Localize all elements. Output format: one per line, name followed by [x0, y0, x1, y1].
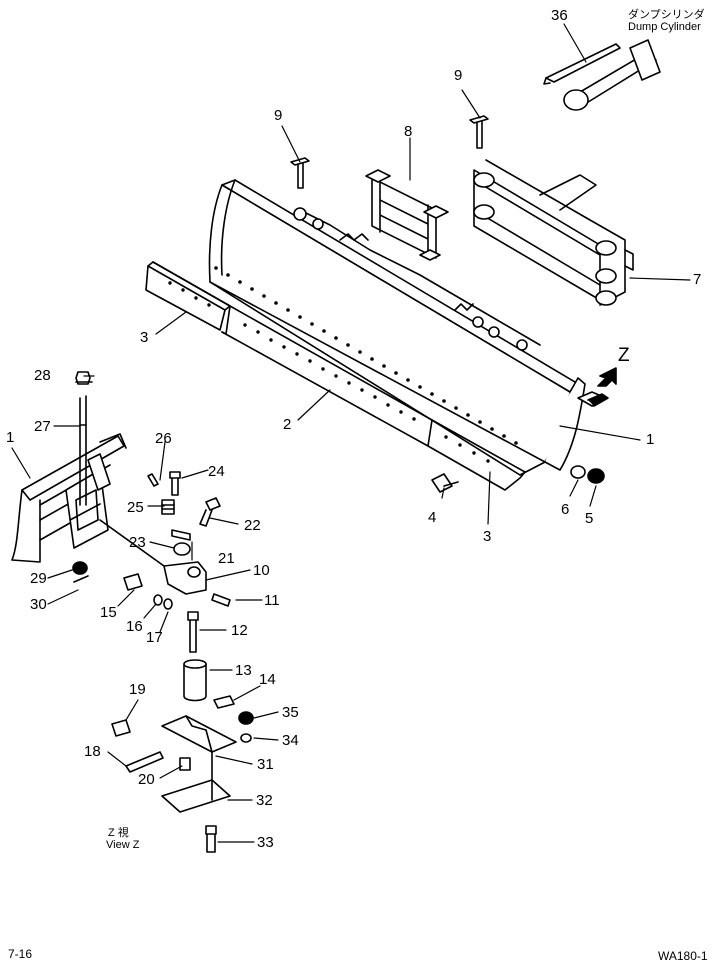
callout-6: 6 [561, 501, 570, 518]
callout-13: 13 [235, 662, 252, 679]
hardware-parts [72, 471, 254, 853]
leader-lines [11, 23, 691, 843]
callout-18: 18 [84, 743, 101, 760]
callout-35: 35 [282, 704, 299, 721]
mounting-frame [473, 159, 634, 306]
callout-11: 11 [264, 592, 280, 609]
callout-22: 22 [244, 517, 261, 534]
dump-cylinder [543, 39, 661, 111]
callout-32: 32 [256, 792, 273, 809]
callout-36: 36 [551, 7, 568, 24]
callout-12: 12 [231, 622, 248, 639]
blade-side-assembly [11, 433, 127, 563]
callout-z: Z [618, 345, 630, 366]
callout-1-left: 1 [6, 429, 15, 446]
callout-29: 29 [30, 570, 47, 587]
callout-27: 27 [34, 418, 51, 435]
callout-14: 14 [259, 671, 276, 688]
callout-20: 20 [138, 771, 155, 788]
diagram-code: WA180-1 [658, 949, 708, 963]
callout-25: 25 [127, 499, 144, 516]
callout-3-right: 3 [483, 528, 492, 545]
page-number: 7-16 [8, 947, 33, 961]
bracket-frame [365, 169, 449, 261]
callout-33: 33 [257, 834, 274, 851]
callout-7: 7 [693, 271, 702, 288]
view-z-en-label: View Z [106, 839, 140, 851]
view-z-jp-label: Z 視 [108, 827, 129, 839]
callout-19: 19 [129, 681, 146, 698]
dump-cylinder-jp-label: ダンプシリンダ [628, 9, 705, 21]
pins-9 [290, 115, 489, 189]
callout-8: 8 [404, 123, 413, 140]
callout-3-left: 3 [140, 329, 149, 346]
blade-holes [214, 266, 518, 445]
callout-1-right: 1 [646, 431, 655, 448]
dump-cylinder-en-label: Dump Cylinder [628, 21, 701, 33]
blade [208, 179, 609, 476]
rod-27 [75, 371, 93, 506]
callout-15: 15 [100, 604, 117, 621]
callout-9-right: 9 [454, 67, 463, 84]
view-z-arrow [597, 367, 617, 387]
hardware-right [431, 465, 605, 493]
callout-24: 24 [208, 463, 225, 480]
callout-17: 17 [146, 629, 163, 646]
callout-31: 31 [257, 756, 274, 773]
cutting-edges [145, 261, 526, 491]
callout-21: 21 [218, 550, 235, 567]
callout-30: 30 [30, 596, 47, 613]
callout-23: 23 [129, 534, 146, 551]
callout-34: 34 [282, 732, 299, 749]
callout-2: 2 [283, 416, 292, 433]
callout-10: 10 [253, 562, 270, 579]
callout-9-left: 9 [274, 107, 283, 124]
callout-4: 4 [428, 509, 437, 526]
callout-26: 26 [155, 430, 172, 447]
callout-16: 16 [126, 618, 143, 635]
callout-28: 28 [34, 367, 51, 384]
callout-5: 5 [585, 510, 594, 527]
